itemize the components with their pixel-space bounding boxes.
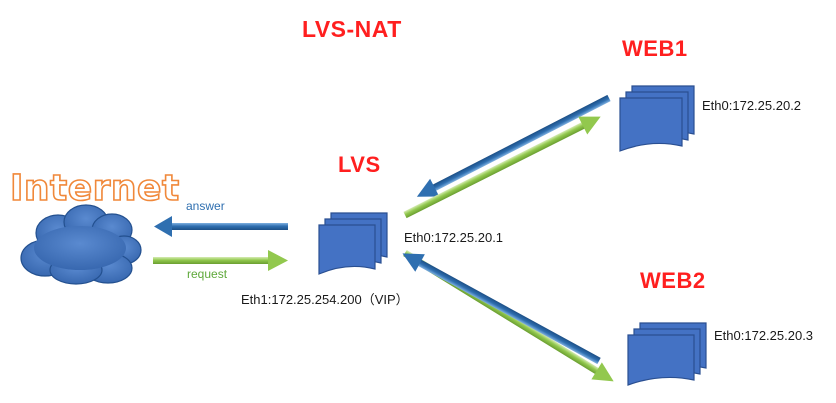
web2-server-icon (627, 322, 707, 386)
lvs-label: LVS (338, 152, 381, 177)
lvs-server-icon (318, 212, 388, 275)
web1-label: WEB1 (622, 36, 688, 61)
internet-cloud-icon (20, 204, 142, 285)
request-label: request (187, 267, 228, 281)
internet-label: Internet (9, 167, 180, 210)
web2-eth0-address: Eth0:172.25.20.3 (714, 328, 814, 343)
lvs-to-web1-arrow (403, 116, 601, 219)
web1-server-icon (619, 85, 695, 152)
web1-eth0-address: Eth0:172.25.20.2 (702, 98, 802, 113)
diagram-title: LVS-NAT (302, 16, 402, 42)
lvs-eth1-address: Eth1:172.25.254.200（VIP） (241, 292, 409, 307)
request-arrow (153, 250, 288, 271)
web1-to-lvs-arrow (416, 94, 611, 197)
answer-arrow (154, 216, 288, 237)
answer-label: answer (186, 199, 225, 213)
web2-to-lvs-arrow (402, 253, 601, 365)
web2-label: WEB2 (640, 268, 706, 293)
lvs-eth0-address: Eth0:172.25.20.1 (404, 230, 504, 245)
